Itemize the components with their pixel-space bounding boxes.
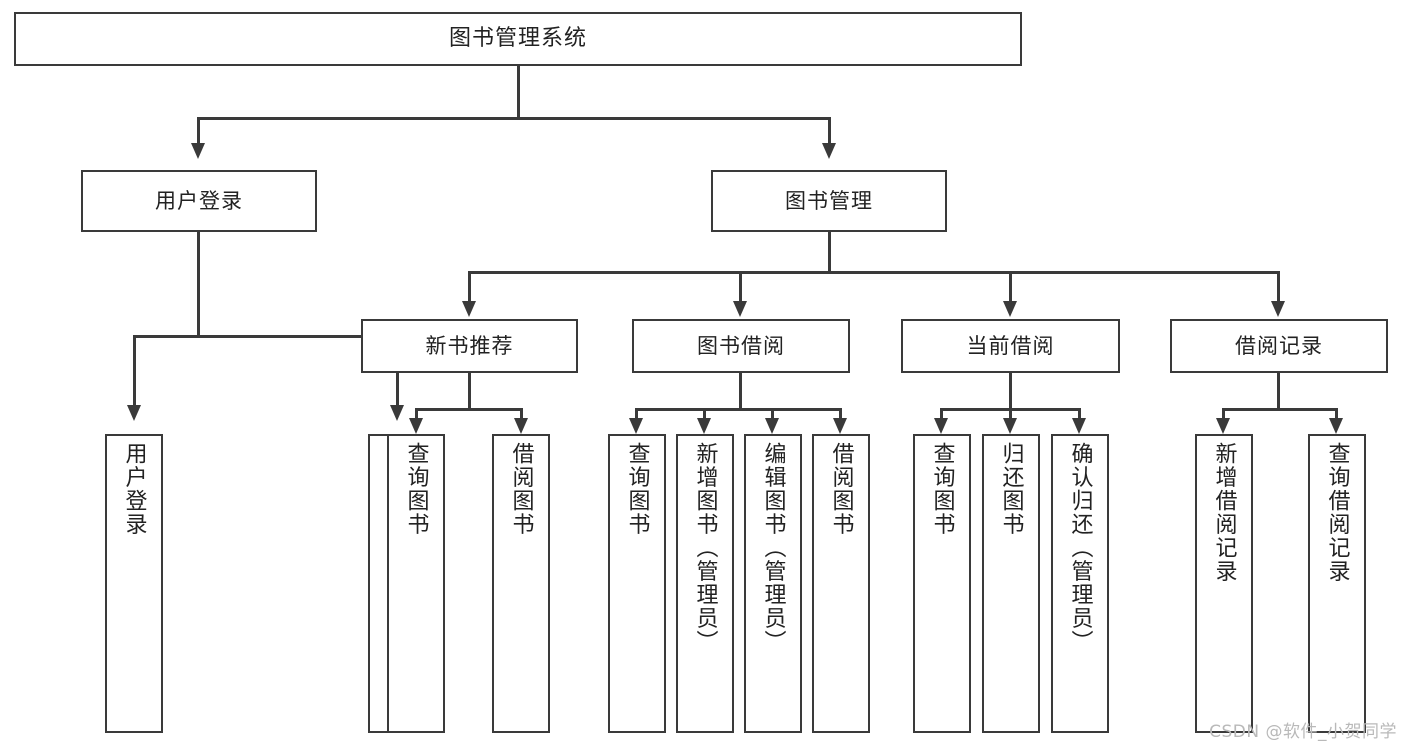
connector-user-login-stem — [197, 232, 200, 335]
node-label: 查询图书 — [624, 442, 650, 536]
connector-level3-drop-3 — [1009, 271, 1012, 303]
arrow-down-icon — [191, 143, 205, 159]
node-label: 新增图书（管理员） — [692, 442, 718, 654]
arrow-down-icon — [127, 405, 141, 421]
connector-new-book-drop-1 — [415, 408, 418, 420]
node-label: 借阅图书 — [508, 442, 534, 536]
arrow-down-icon — [1072, 418, 1086, 434]
arrow-down-icon — [409, 418, 423, 434]
arrow-down-icon — [514, 418, 528, 434]
connector-borrow-record-drop-2 — [1335, 408, 1338, 420]
node-label: 借阅记录 — [1235, 333, 1323, 358]
arrow-down-icon — [1003, 418, 1017, 434]
leaf-record-add-borrow-record[interactable]: 新增借阅记录 — [1195, 434, 1253, 733]
connector-current-borrow-drop-2 — [1009, 408, 1012, 420]
node-label: 查询图书 — [403, 442, 429, 536]
arrow-down-icon — [733, 301, 747, 317]
arrow-down-icon — [629, 418, 643, 434]
connector-level3-drop-4 — [1277, 271, 1280, 303]
node-label: 归还图书 — [998, 442, 1024, 536]
arrow-down-icon — [765, 418, 779, 434]
connector-root-stem — [517, 66, 520, 117]
arrow-down-icon — [462, 301, 476, 317]
node-book-borrow[interactable]: 图书借阅 — [632, 319, 850, 373]
arrow-down-icon — [1216, 418, 1230, 434]
node-label: 查询借阅记录 — [1324, 442, 1350, 583]
connector-current-borrow-drop-1 — [940, 408, 943, 420]
node-label: 查询图书 — [929, 442, 955, 536]
node-book-management[interactable]: 图书管理 — [711, 170, 947, 232]
connector-borrow-record-bus — [1222, 408, 1338, 411]
connector-book-borrow-stem — [739, 373, 742, 408]
node-label: 编辑图书（管理员） — [760, 442, 786, 654]
connector-user-login-drop-1 — [133, 335, 136, 407]
leaf-borrow-borrow-book[interactable]: 借阅图书 — [812, 434, 870, 733]
leaf-borrow-query-book[interactable]: 查询图书 — [608, 434, 666, 733]
connector-level3-bus — [468, 271, 1280, 274]
node-label: 当前借阅 — [966, 333, 1055, 358]
connector-level2-bus — [197, 117, 831, 120]
connector-book-borrow-drop-4 — [839, 408, 842, 420]
connector-borrow-record-drop-1 — [1222, 408, 1225, 420]
node-user-login[interactable]: 用户登录 — [81, 170, 317, 232]
connector-user-login-bus — [133, 335, 399, 338]
connector-borrow-record-stem — [1277, 373, 1280, 408]
connector-level3-drop-2 — [739, 271, 742, 303]
node-label: 确认归还（管理员） — [1067, 442, 1093, 654]
connector-level2-drop-left — [197, 117, 200, 145]
node-label: 用户登录 — [121, 442, 147, 536]
arrow-down-icon — [1003, 301, 1017, 317]
leaf-borrow-add-book-admin[interactable]: 新增图书（管理员） — [676, 434, 734, 733]
node-borrow-record[interactable]: 借阅记录 — [1170, 319, 1388, 373]
node-label: 图书借阅 — [697, 333, 785, 358]
node-new-book-recommend[interactable]: 新书推荐 — [361, 319, 578, 373]
arrow-down-icon — [390, 405, 404, 421]
arrow-down-icon — [833, 418, 847, 434]
node-label: 新书推荐 — [425, 333, 514, 358]
watermark-text: CSDN @软件_小贺同学 — [1209, 722, 1397, 742]
connector-new-book-stem — [468, 373, 471, 408]
leaf-borrow-edit-book-admin[interactable]: 编辑图书（管理员） — [744, 434, 802, 733]
node-label: 图书管理 — [785, 188, 873, 213]
leaf-current-confirm-return-admin[interactable]: 确认归还（管理员） — [1051, 434, 1109, 733]
leaf-record-query-borrow-record[interactable]: 查询借阅记录 — [1308, 434, 1366, 733]
connector-book-borrow-drop-1 — [635, 408, 638, 420]
leaf-current-query-book[interactable]: 查询图书 — [913, 434, 971, 733]
connector-current-borrow-drop-3 — [1078, 408, 1081, 420]
leaf-user-login[interactable]: 用户登录 — [105, 434, 163, 733]
node-current-borrow[interactable]: 当前借阅 — [901, 319, 1120, 373]
connector-book-mgmt-stem — [828, 232, 831, 271]
node-label: 用户登录 — [155, 188, 243, 213]
node-label: 新增借阅记录 — [1211, 442, 1237, 583]
connector-level3-drop-1 — [468, 271, 471, 303]
node-label: 图书管理系统 — [448, 26, 587, 52]
connector-book-borrow-bus — [635, 408, 842, 411]
connector-book-borrow-drop-2 — [703, 408, 706, 420]
connector-new-book-drop-2 — [520, 408, 523, 420]
arrow-down-icon — [1329, 418, 1343, 434]
arrow-down-icon — [1271, 301, 1285, 317]
arrow-down-icon — [697, 418, 711, 434]
arrow-down-icon — [822, 143, 836, 159]
leaf-newbook-query-book[interactable]: 查询图书 — [387, 434, 445, 733]
connector-new-book-bus — [415, 408, 523, 411]
leaf-newbook-borrow-book[interactable]: 借阅图书 — [492, 434, 550, 733]
node-label: 借阅图书 — [828, 442, 854, 536]
connector-current-borrow-stem — [1009, 373, 1012, 408]
arrow-down-icon — [934, 418, 948, 434]
leaf-current-return-book[interactable]: 归还图书 — [982, 434, 1040, 733]
connector-book-borrow-drop-3 — [771, 408, 774, 420]
node-root-system[interactable]: 图书管理系统 — [14, 12, 1022, 66]
connector-level2-drop-right — [828, 117, 831, 145]
